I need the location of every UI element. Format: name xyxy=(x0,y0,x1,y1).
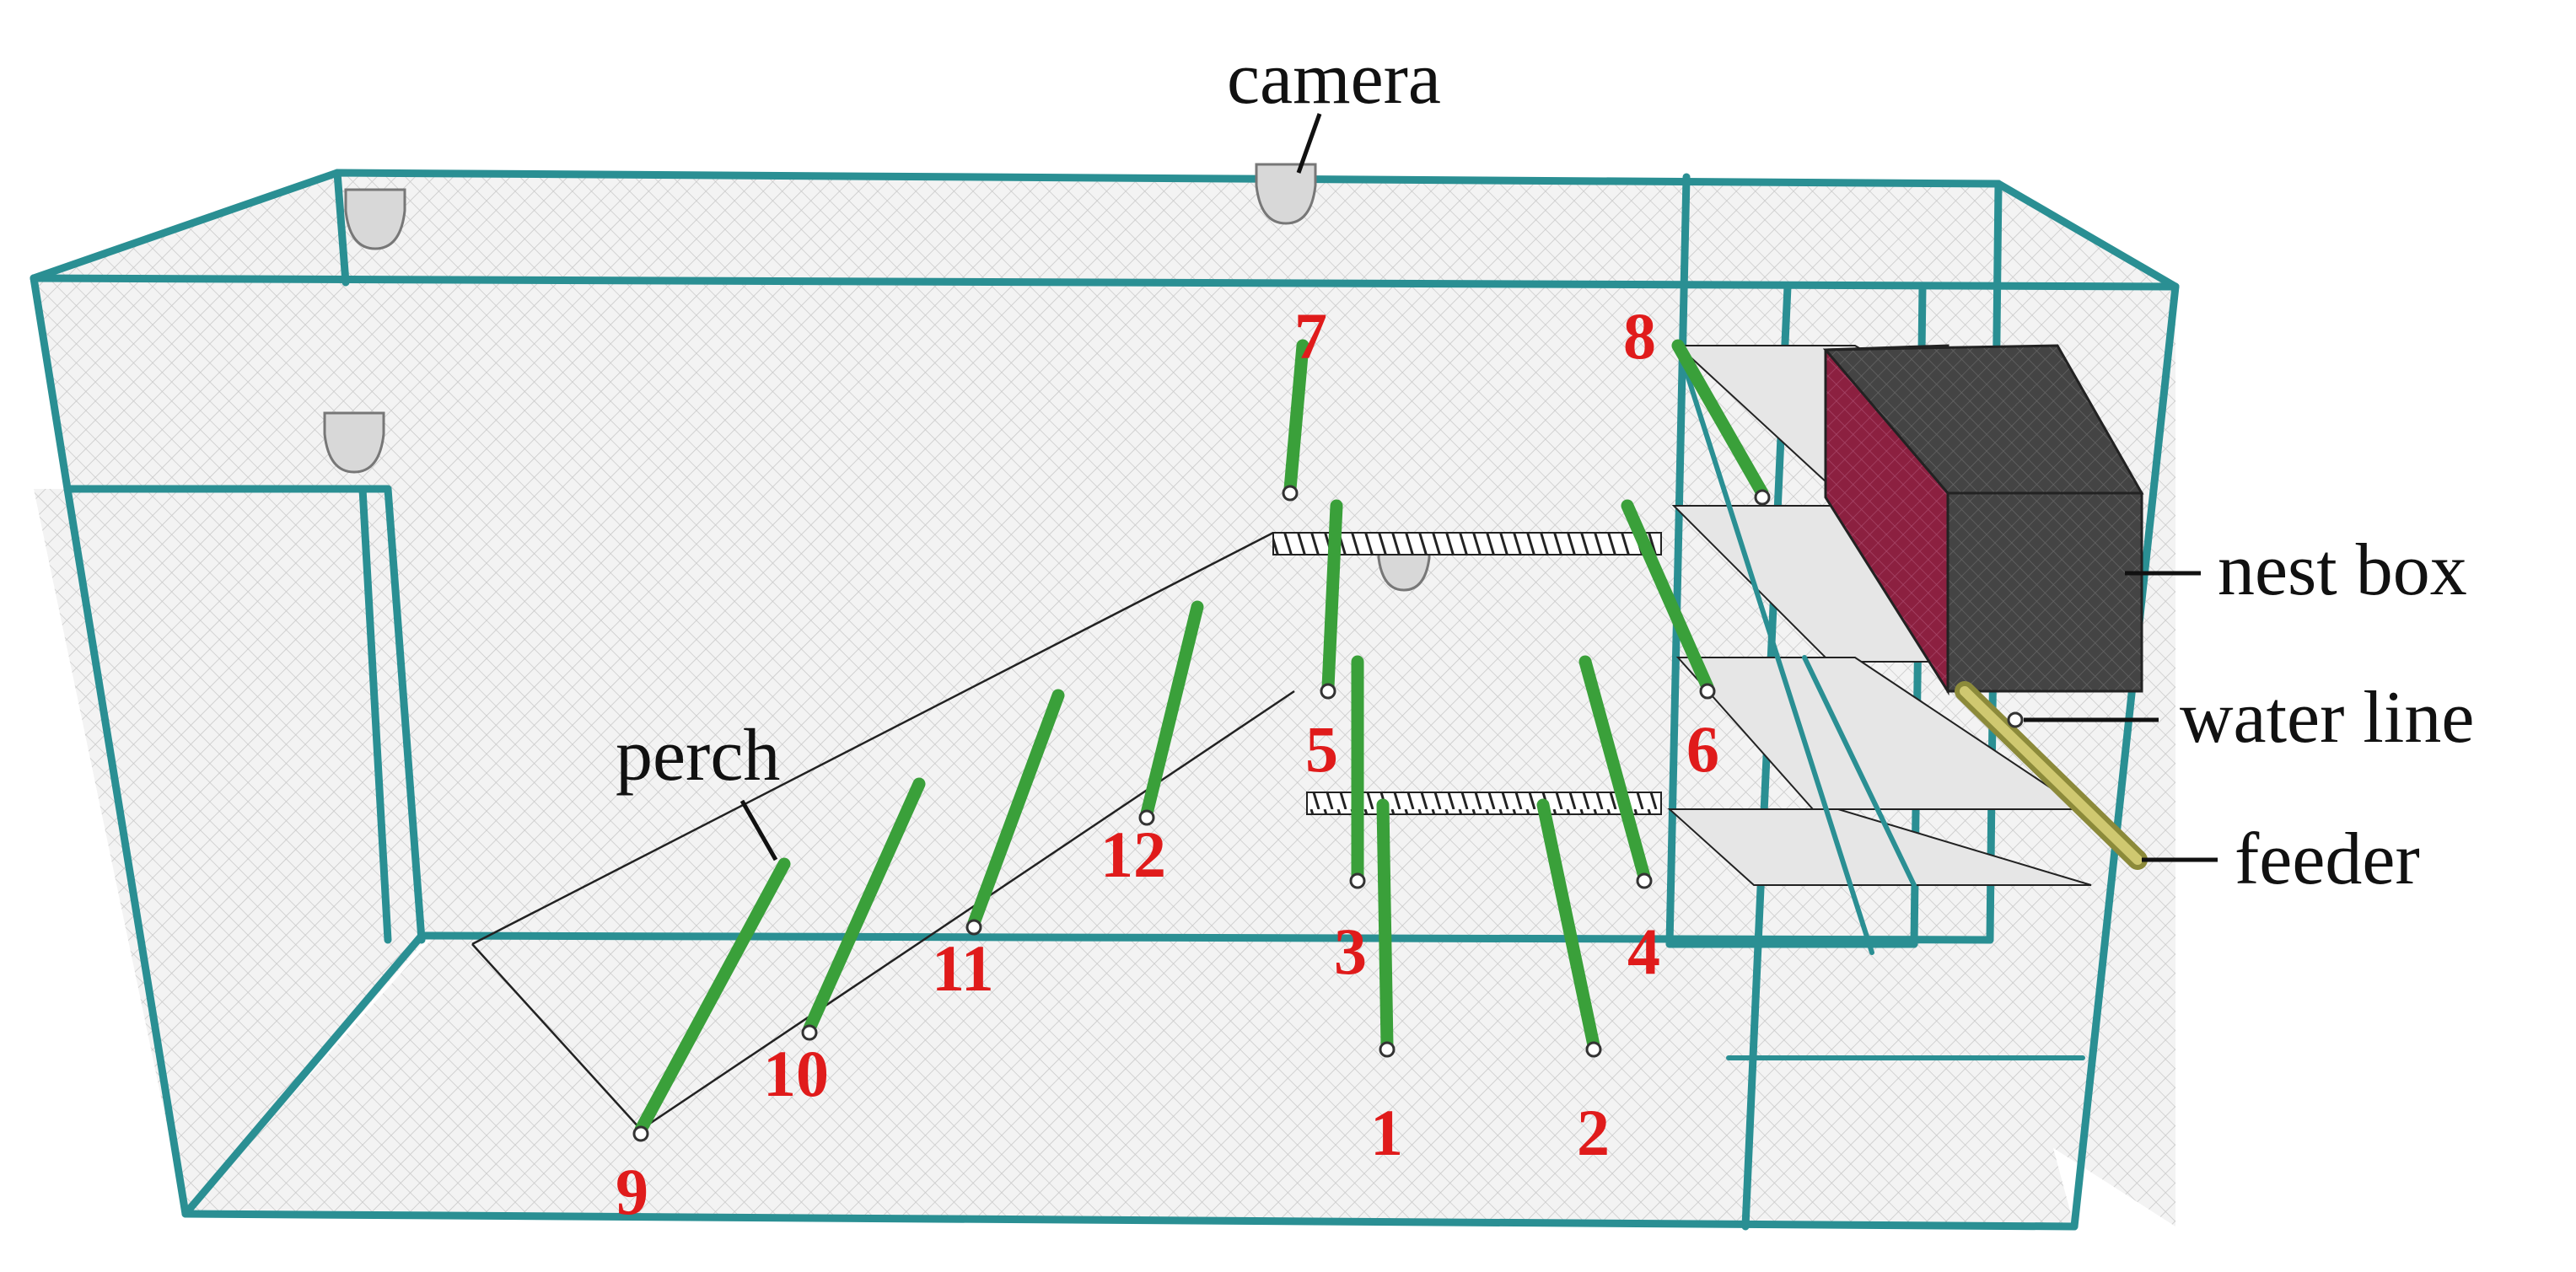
perches xyxy=(632,339,1771,1142)
camera-icon xyxy=(323,163,1431,592)
perch-4 xyxy=(1578,655,1651,883)
perch-label: perch xyxy=(616,715,780,797)
perch-8 xyxy=(1671,339,1769,500)
perch-9 xyxy=(634,857,791,1136)
perch-number-4: 4 xyxy=(1627,915,1660,988)
perch-number-12: 12 xyxy=(1100,818,1166,891)
water-line-label: water line xyxy=(2180,677,2474,759)
perch-number-7: 7 xyxy=(1294,299,1327,373)
perch-numbers: 1 2 3 4 5 6 7 8 9 10 11 12 xyxy=(616,299,1719,1228)
perch-number-11: 11 xyxy=(932,931,994,1005)
perch-7 xyxy=(1283,339,1310,496)
callouts: camera perch nest box water line feeder xyxy=(616,38,2474,900)
perch-number-1: 1 xyxy=(1370,1096,1403,1169)
perch-6 xyxy=(1621,499,1714,694)
perch-number-2: 2 xyxy=(1577,1096,1610,1169)
perch-number-6: 6 xyxy=(1686,712,1719,786)
nest-box xyxy=(1822,344,2144,696)
feeder-label: feeder xyxy=(2235,818,2420,900)
perch-number-10: 10 xyxy=(763,1037,829,1110)
perch-10 xyxy=(803,777,926,1035)
perch-number-3: 3 xyxy=(1334,915,1367,988)
nest-box-label: nest box xyxy=(2218,529,2467,611)
perch-5 xyxy=(1321,499,1343,694)
perch-12 xyxy=(1140,600,1204,820)
perch-number-5: 5 xyxy=(1305,712,1338,786)
mesh-panels xyxy=(34,173,2175,1226)
perch-2 xyxy=(1536,798,1600,1052)
perch-number-9: 9 xyxy=(616,1155,648,1228)
water-line-and-feeder xyxy=(1955,681,2148,870)
perch-number-8: 8 xyxy=(1623,299,1656,373)
camera-label: camera xyxy=(1227,38,1441,120)
perch-11 xyxy=(967,689,1065,930)
perch-1 xyxy=(1376,798,1394,1052)
